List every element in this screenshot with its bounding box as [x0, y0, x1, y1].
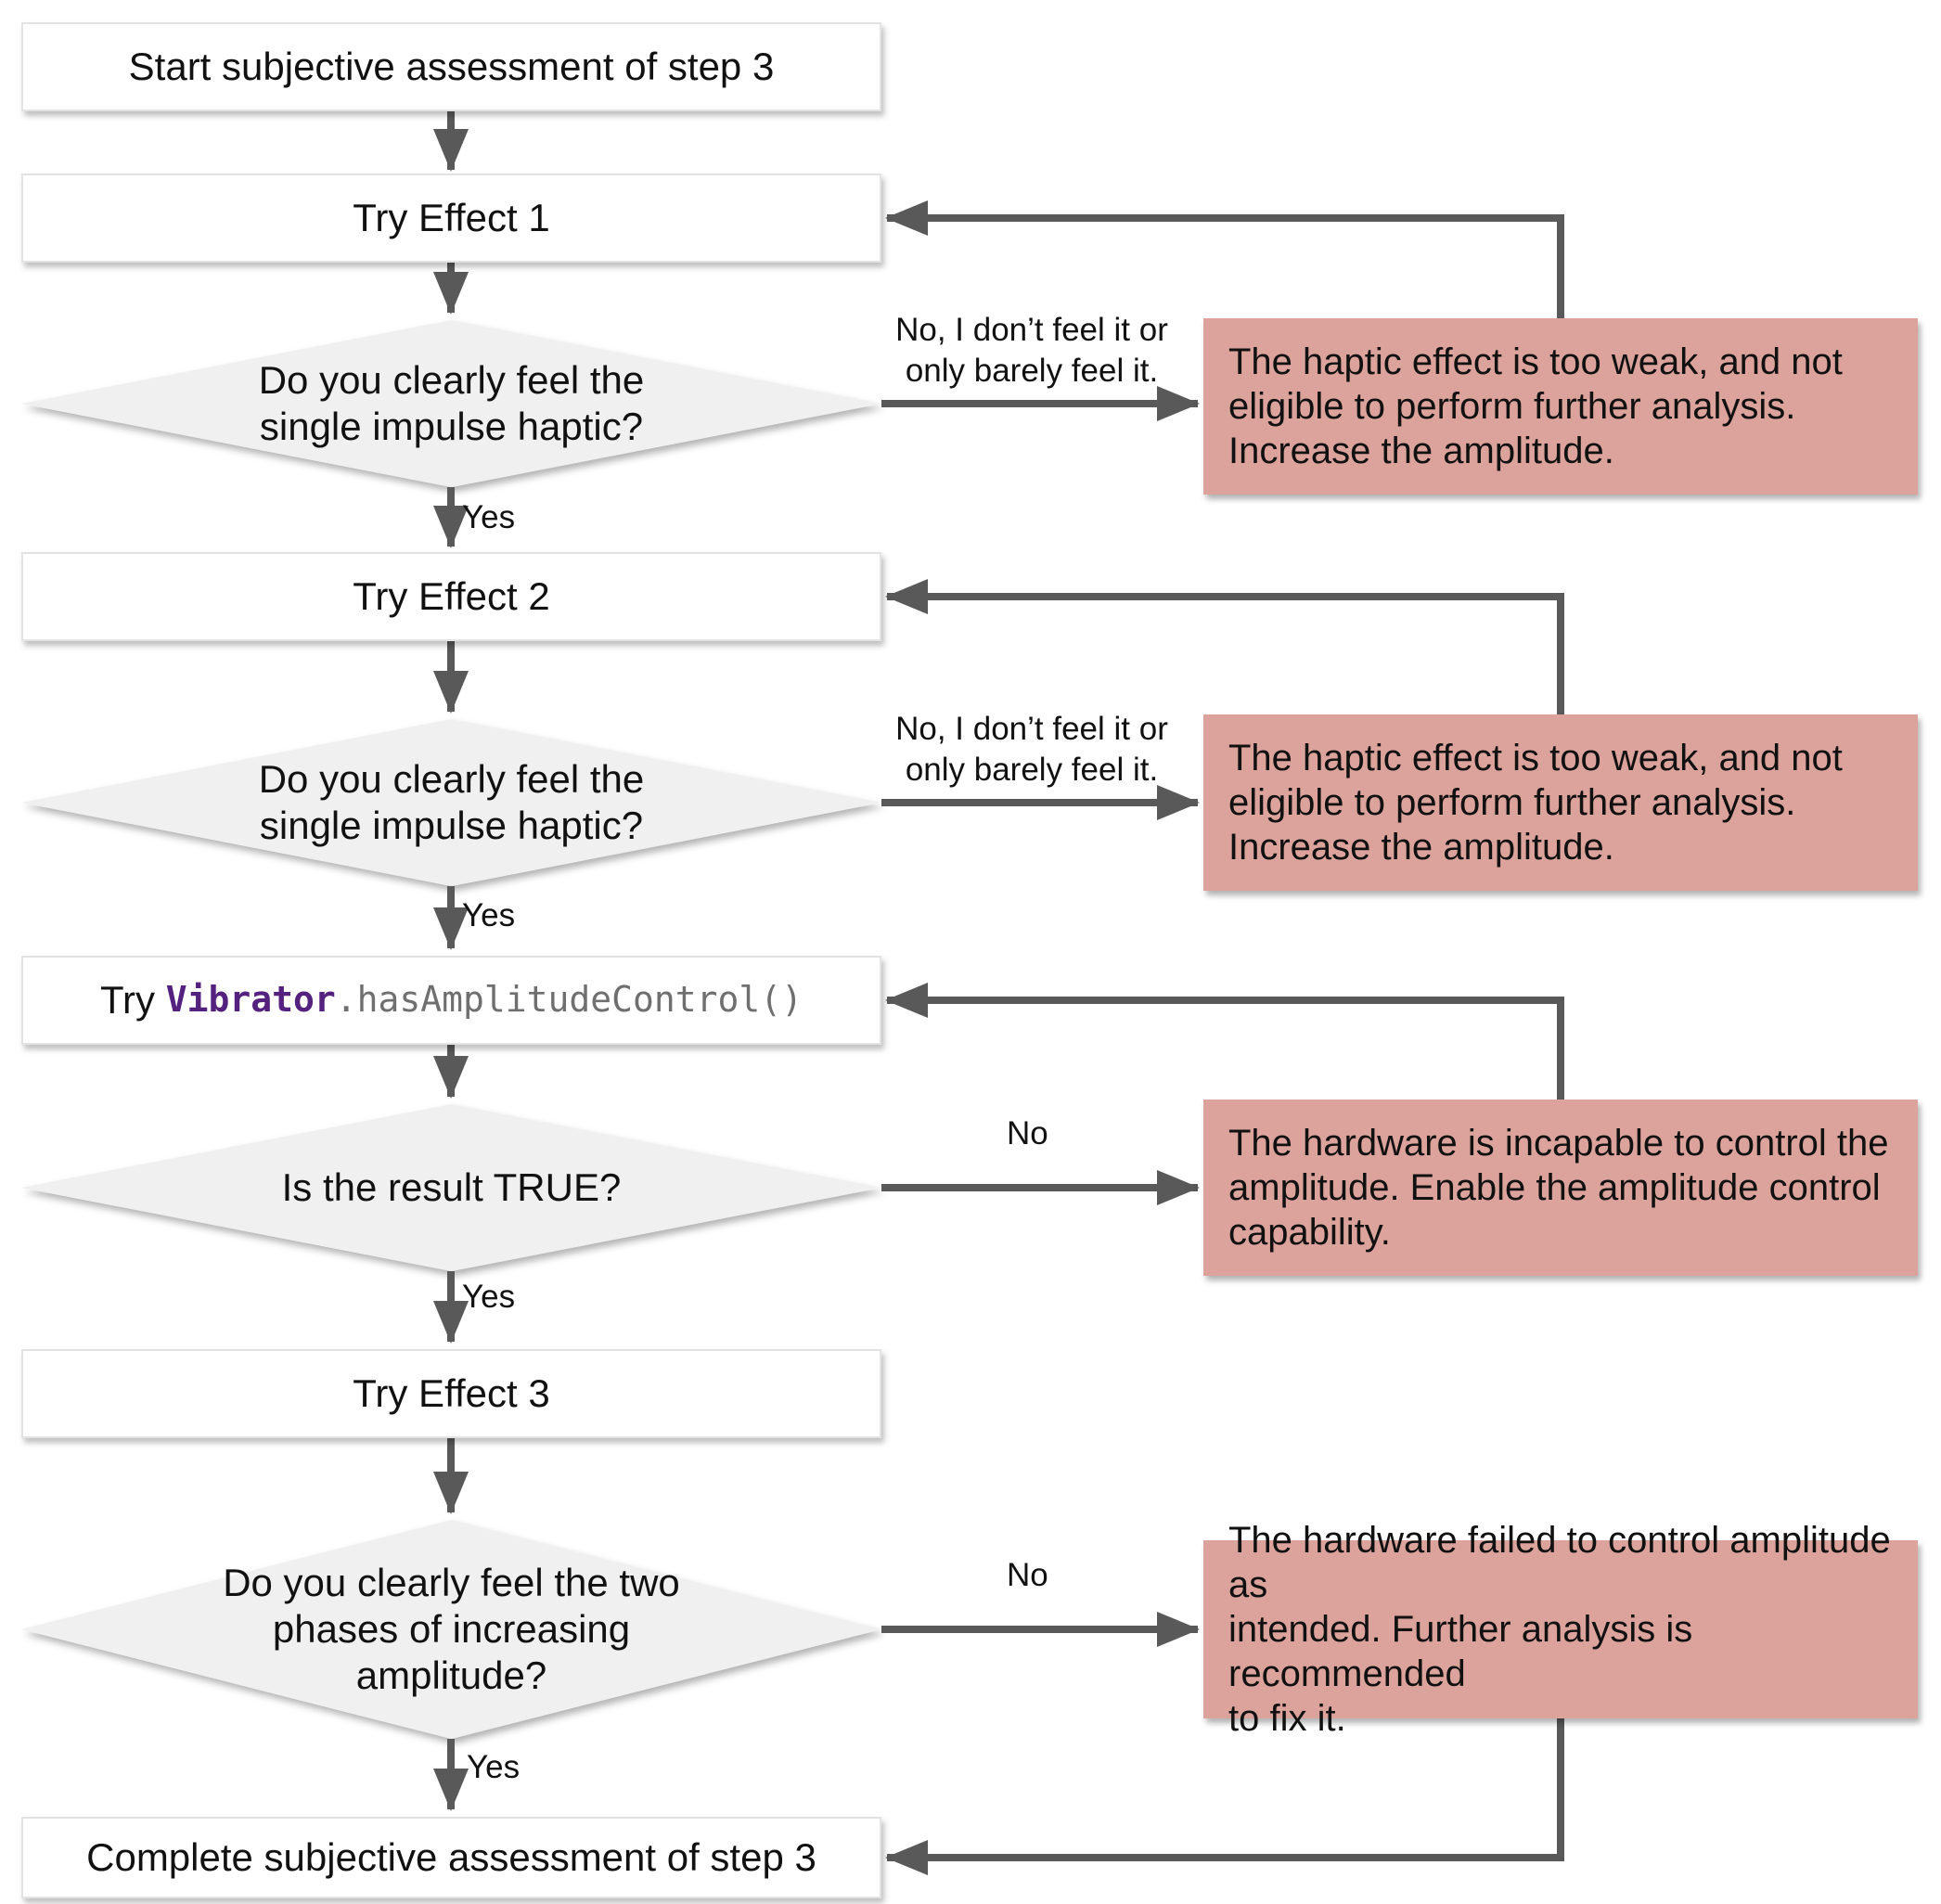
label-yes-3: Yes [462, 1279, 516, 1315]
node-try-effect-1-label: Try Effect 1 [353, 195, 550, 239]
decision-result-true-diamond [21, 1104, 881, 1271]
label-no-4: No [1007, 1557, 1048, 1593]
decision-result-true-label: Is the result TRUE? [281, 1165, 622, 1209]
node-complete-box: Complete subjective assessment of step 3 [21, 1817, 881, 1898]
error-too-weak-1-box: The haptic effect is too weak, and not e… [1203, 318, 1918, 495]
decision-two-phases-diamond [21, 1520, 881, 1739]
decision-single-impulse-2-label: Do you clearly feel the single impulse h… [258, 757, 645, 847]
node-try-effect-3-label: Try Effect 3 [353, 1370, 550, 1415]
decision-single-impulse-1-diamond [21, 320, 881, 487]
feedback-error3-to-check-line [885, 983, 1564, 1100]
error-too-weak-2-box: The haptic effect is too weak, and not e… [1203, 714, 1918, 891]
error-failed-box: The hardware failed to control amplitude… [1203, 1520, 1918, 1739]
feedback-error4-to-complete-line [885, 1718, 1564, 1875]
amplitude-check-prefix: Try [99, 977, 166, 1022]
node-try-effect-2-label: Try Effect 2 [353, 573, 550, 618]
node-try-effect-3-box: Try Effect 3 [21, 1349, 881, 1438]
label-no-feel-1: No, I don’t feel it or only barely feel … [895, 312, 1168, 389]
node-complete-label: Complete subjective assessment of step 3 [86, 1834, 816, 1879]
feedback-error1-to-effect1-line [885, 200, 1564, 318]
node-start-label: Start subjective assessment of step 3 [128, 44, 775, 88]
node-try-effect-1-box: Try Effect 1 [21, 174, 881, 263]
label-no-feel-2: No, I don’t feel it or only barely feel … [895, 711, 1168, 788]
node-try-effect-2-box: Try Effect 2 [21, 552, 881, 641]
label-yes-2: Yes [462, 897, 516, 933]
feedback-error2-to-effect2-line [885, 579, 1564, 714]
label-yes-1: Yes [462, 499, 516, 535]
node-start-box: Start subjective assessment of step 3 [21, 22, 881, 111]
label-no-3: No [1007, 1115, 1048, 1151]
amplitude-check-class: Vibrator [165, 979, 336, 1021]
error-incapable-box: The hardware is incapable to control the… [1203, 1100, 1918, 1276]
decision-two-phases-label: Do you clearly feel the two phases of in… [223, 1561, 680, 1697]
node-amplitude-check-box: Try Vibrator.hasAmplitudeControl() [21, 956, 881, 1045]
amplitude-check-method: .hasAmplitudeControl() [335, 979, 803, 1021]
decision-single-impulse-1-label: Do you clearly feel the single impulse h… [258, 358, 645, 448]
label-yes-4: Yes [467, 1749, 521, 1785]
decision-single-impulse-2-diamond [21, 719, 881, 886]
